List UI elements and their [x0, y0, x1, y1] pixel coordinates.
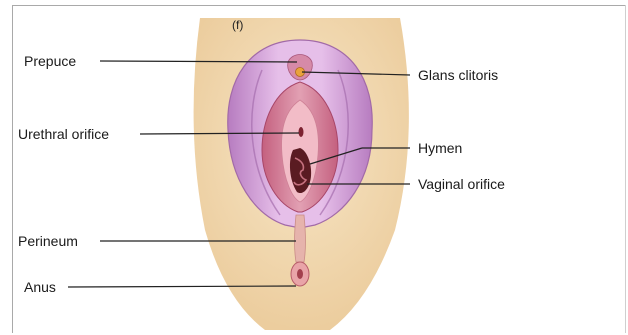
- anus-center: [297, 269, 303, 279]
- label-anus: Anus: [24, 279, 56, 295]
- panel-letter: (f): [232, 18, 243, 32]
- label-prepuce: Prepuce: [24, 53, 76, 69]
- urethral-orifice: [299, 127, 304, 137]
- label-glans-clitoris: Glans clitoris: [418, 67, 498, 83]
- label-hymen: Hymen: [418, 140, 462, 156]
- label-vaginal-orifice: Vaginal orifice: [418, 176, 505, 192]
- perineum: [295, 215, 306, 262]
- label-perineum: Perineum: [18, 233, 78, 249]
- label-urethral-orifice: Urethral orifice: [18, 126, 109, 142]
